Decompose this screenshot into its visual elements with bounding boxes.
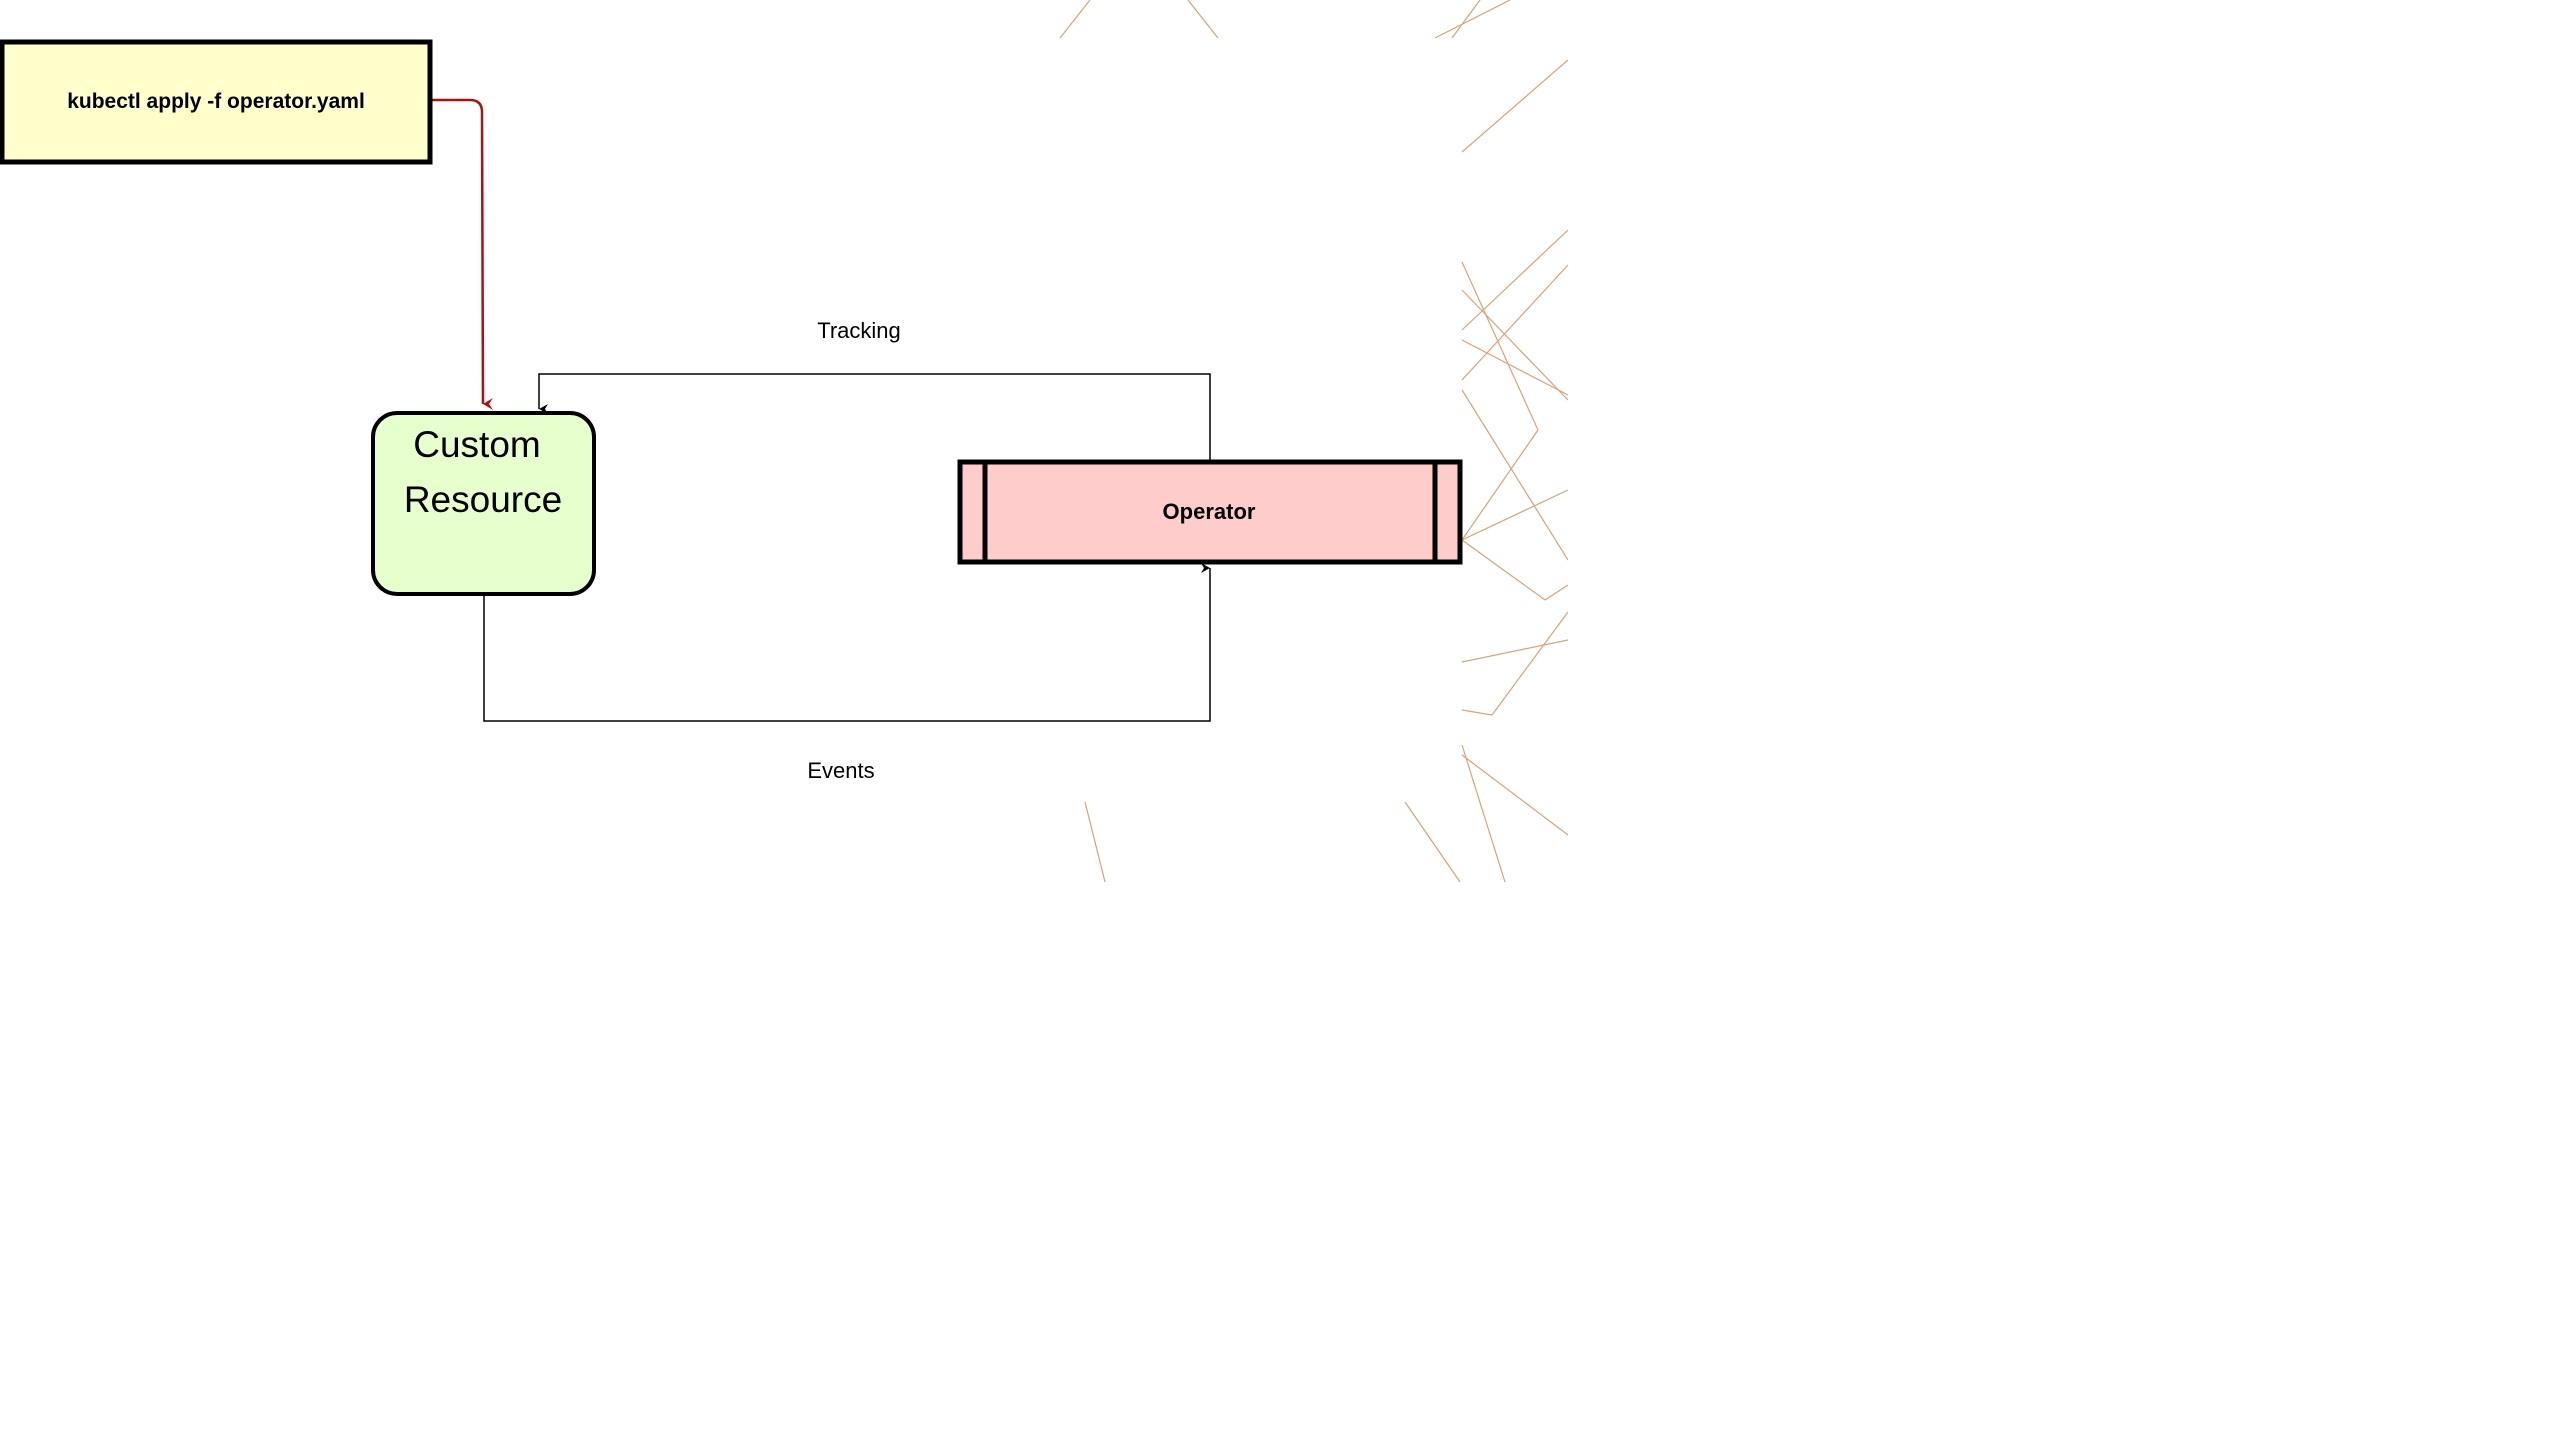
decor-line	[1451, 0, 1481, 39]
decor-line	[1461, 229, 1568, 331]
decor-line	[1461, 59, 1568, 153]
decor-line	[1461, 264, 1568, 381]
operator-box	[957, 459, 1463, 565]
decor-line	[1434, 0, 1511, 39]
decor-line	[1461, 539, 1546, 601]
decor-line	[1461, 639, 1568, 663]
diagram-svg: Tracking Events kubectl apply -f operato…	[0, 0, 1568, 882]
decor-line	[1461, 754, 1568, 836]
tracking-edge	[538, 373, 1211, 461]
decorative-lines	[1059, 0, 1568, 882]
command-label: kubectl apply -f operator.yaml	[67, 90, 365, 113]
decor-line	[1404, 801, 1461, 882]
events-edge	[483, 563, 1211, 722]
decor-line	[1187, 0, 1219, 39]
decor-line	[1461, 744, 1506, 882]
tracking-label: Tracking	[817, 318, 901, 343]
decor-line	[1461, 339, 1568, 396]
command-box	[0, 39, 433, 165]
decor-line	[1461, 429, 1539, 541]
operator-node[interactable]: Operator	[957, 459, 1463, 565]
decor-line	[1461, 389, 1568, 561]
decor-line	[1059, 0, 1091, 39]
decor-line	[1491, 611, 1568, 716]
decor-line	[1461, 489, 1568, 541]
decor-line	[1461, 709, 1493, 716]
decor-line	[1544, 584, 1568, 601]
operator-label: Operator	[1163, 499, 1256, 524]
command-node[interactable]: kubectl apply -f operator.yaml	[0, 39, 433, 165]
events-label: Events	[807, 758, 874, 783]
apply-edge	[432, 98, 494, 410]
custom-resource-box	[371, 411, 596, 596]
decor-line	[1461, 261, 1539, 431]
diagram-canvas: Tracking Events kubectl apply -f operato…	[0, 0, 1568, 882]
custom-resource-label-line-2: Resource	[404, 479, 562, 520]
custom-resource-node[interactable]: Custom Resource	[371, 411, 596, 596]
decor-line	[1084, 801, 1106, 882]
edges	[432, 98, 1211, 722]
decor-line	[1461, 289, 1568, 401]
custom-resource-label-line-1: Custom	[413, 424, 540, 465]
